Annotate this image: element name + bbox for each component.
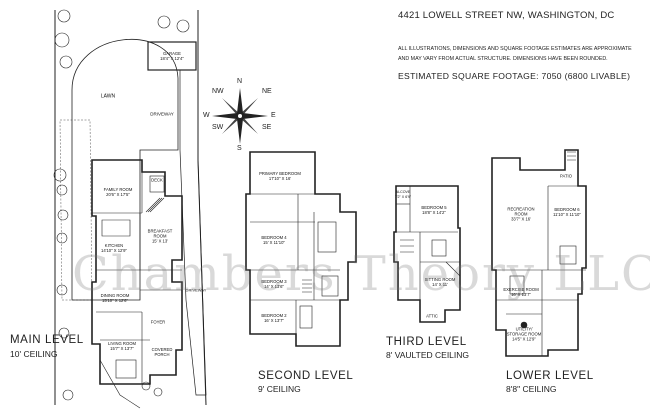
compass-label-ne: NE: [262, 88, 272, 95]
main-level-plan: [91, 159, 183, 385]
level-third-ceiling: 8' VAULTED CEILING: [386, 350, 470, 360]
level-main-ceiling: 10' CEILING: [10, 349, 58, 359]
room-attic: ATTIC: [426, 313, 438, 319]
tree-line: [53, 9, 190, 401]
lower-level-plan: [491, 149, 587, 357]
level-main-title: MAIN LEVEL: [10, 334, 84, 346]
driveway-label: DRIVEWAY: [150, 111, 174, 117]
level-lower-title: LOWER LEVEL: [506, 370, 594, 382]
driveway-area: [179, 70, 207, 396]
front-walkway: [99, 359, 141, 409]
room-foyer: FOYER: [150, 319, 166, 325]
room-family: FAMILY ROOM 20'6" X 17'5": [103, 187, 133, 197]
compass-rose: [212, 88, 268, 144]
compass-label-e: E: [271, 112, 276, 119]
room-bedroom3: BEDROOM 3 14' X 13'6": [261, 279, 287, 289]
room-bedroom4: BEDROOM 4 15' X 11'10": [261, 235, 287, 245]
room-breakfast: BREAKFAST ROOM 15' X 13': [147, 228, 173, 244]
compass-label-s: S: [237, 145, 242, 152]
watermark: Chambers Theory LLC: [72, 246, 650, 302]
room-patio: PATIO: [560, 173, 572, 179]
level-lower-ceiling: 8'8" CEILING: [506, 384, 557, 394]
room-bedroom2: BEDROOM 2 16' X 13'7": [261, 313, 287, 323]
compass-label-se: SE: [262, 124, 272, 131]
level-second-ceiling: 9' CEILING: [258, 384, 301, 394]
room-bedroom5: BEDROOM 5 18'8" X 14'2": [421, 205, 447, 215]
compass-label-sw: SW: [212, 124, 224, 131]
level-third-title: THIRD LEVEL: [386, 336, 467, 348]
second-level-plan: [245, 151, 357, 347]
room-primary: PRIMARY BEDROOM 17'10" X 16': [259, 171, 301, 181]
compass-label-w: W: [203, 112, 210, 119]
disclaimer-text: ALL ILLUSTRATIONS, DIMENSIONS AND SQUARE…: [398, 46, 632, 62]
room-bedroom6: BEDROOM 6 11'10" X 11'10": [553, 207, 581, 217]
property-line-right: [197, 10, 207, 406]
square-footage: ESTIMATED SQUARE FOOTAGE: 7050 (6800 LIV…: [398, 71, 631, 81]
room-exercise: EXERCISE ROOM 16' X 13'7": [503, 287, 539, 297]
room-alcove: ALCOVE 7'2" X 6'9": [394, 190, 412, 199]
driveway-lower-label: DRIVEWAY: [185, 287, 207, 293]
room-living: LIVING ROOM 15'7" X 13'7": [108, 341, 136, 351]
garage-label: GARAGE 18'4" X 12'4": [160, 51, 184, 61]
lawn-label: LAWN: [100, 93, 116, 100]
room-deck: DECK: [151, 177, 163, 183]
room-dining: DINING ROOM 15'10" X 12'6": [100, 293, 130, 303]
garage-outline: [147, 41, 197, 71]
compass-label-nw: NW: [212, 88, 224, 95]
lawn-area: [71, 38, 179, 301]
level-second-title: SECOND LEVEL: [258, 370, 354, 382]
room-porch: COVERED PORCH: [151, 347, 173, 357]
property-address: 4421 LOWELL STREET NW, WASHINGTON, DC: [398, 10, 615, 21]
compass-label-n: N: [237, 78, 243, 85]
room-recreation: RECREATION ROOM 33'7" X 16': [507, 206, 535, 222]
third-level-plan: [393, 185, 461, 323]
room-utility: UTILITY/ STORAGE ROOM 14'5" X 12'9": [506, 326, 542, 342]
room-sitting: SITTING ROOM 14' X 11': [424, 277, 456, 287]
room-kitchen: KITCHEN 14'10" X 12'9": [101, 243, 127, 253]
